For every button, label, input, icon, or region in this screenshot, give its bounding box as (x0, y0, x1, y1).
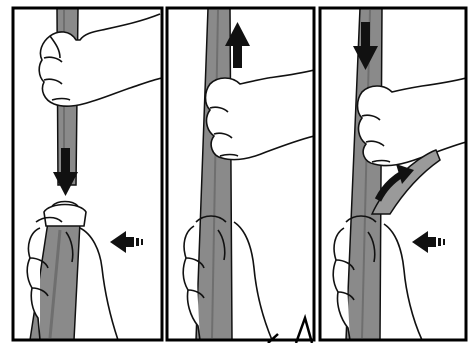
panel-step-3 (320, 8, 466, 340)
arrow-left-push-icon (412, 231, 445, 253)
upper-hand (206, 70, 315, 160)
panel-step-1 (13, 8, 162, 340)
panel-step-2 (167, 8, 314, 340)
upper-hand (358, 78, 467, 166)
arrow-left-push-icon (110, 231, 143, 253)
